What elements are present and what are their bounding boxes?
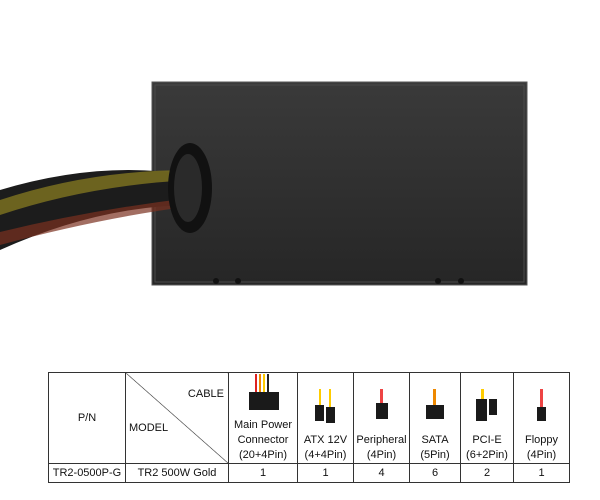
column-peripheral: Peripheral (4Pin) (353, 372, 410, 464)
count-cell: 1 (297, 463, 354, 483)
column-label: Main Power (233, 419, 293, 431)
column-label: SATA (421, 434, 449, 446)
column-label: (4Pin) (526, 449, 557, 461)
column-label: (20+4Pin) (238, 449, 287, 461)
column-pci-e: PCI-E (6+2Pin) (460, 372, 514, 464)
table-row: TR2-0500P-G TR2 500W Gold 1 1 4 6 2 1 (48, 463, 570, 483)
column-label: Peripheral (356, 434, 407, 446)
column-floppy: Floppy (4Pin) (513, 372, 570, 464)
floppy-connector-icon (536, 389, 546, 421)
count-cell: 6 (409, 463, 461, 483)
column-label: (4+4Pin) (304, 449, 347, 461)
column-label: (6+2Pin) (466, 449, 508, 461)
count-cell: 4 (353, 463, 410, 483)
model-label: MODEL (129, 422, 169, 434)
cable-model-header: CABLE MODEL (125, 372, 229, 464)
power-supply-image (0, 81, 528, 286)
column-label: (5Pin) (420, 449, 450, 461)
cable-label: CABLE (187, 388, 224, 400)
peripheral-connector-icon (375, 389, 388, 419)
model-cell: TR2 500W Gold (125, 463, 229, 483)
count-cell: 1 (513, 463, 570, 483)
pn-cell: TR2-0500P-G (48, 463, 126, 483)
count-cell: 1 (228, 463, 298, 483)
column-label: PCI-E (472, 434, 502, 446)
column-label: ATX 12V (303, 434, 348, 446)
cable-spec-table: P/N CABLE MODEL Main Power Connector (20… (48, 372, 570, 483)
pci-e-connector-icon (476, 389, 497, 421)
column-atx-12v: ATX 12V (4+4Pin) (297, 372, 354, 464)
table-header-row: P/N CABLE MODEL Main Power Connector (20… (48, 372, 570, 464)
column-label: (4Pin) (366, 449, 397, 461)
column-label: Floppy (524, 434, 559, 446)
column-main-power: Main Power Connector (20+4Pin) (228, 372, 298, 464)
column-sata: SATA (5Pin) (409, 372, 461, 464)
pn-header: P/N (48, 372, 126, 464)
count-cell: 2 (460, 463, 514, 483)
atx-12v-connector-icon (314, 389, 335, 423)
column-label: Connector (237, 434, 289, 446)
sata-connector-icon (426, 389, 444, 419)
main-power-connector-icon (249, 374, 279, 410)
